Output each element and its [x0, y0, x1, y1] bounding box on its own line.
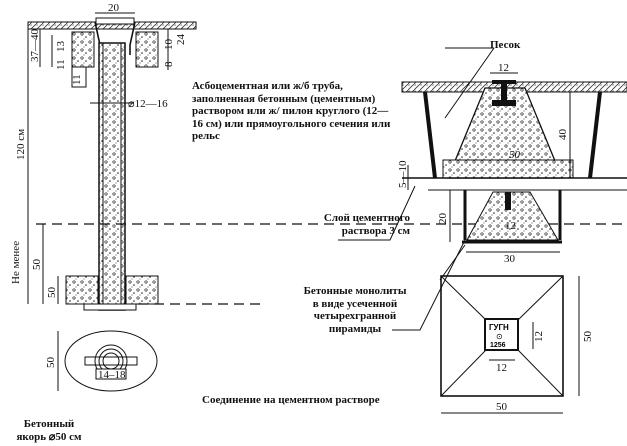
right-section-view: 12 40 50 5—10 20 12 30	[338, 47, 627, 331]
section-lower-width: 30	[504, 253, 516, 265]
section-lower-inner: 12	[505, 220, 516, 232]
dim-pipe-diameter: ⌀12—16	[128, 98, 168, 110]
section-gap: 5—10	[397, 160, 409, 188]
monolith-line1: Бетонные монолиты	[303, 285, 407, 297]
square-plan-view: ГУГН ⊙ 1256 12 12 50 50	[440, 275, 594, 414]
mortar-label: Слой цементного раствора 3 см	[320, 212, 410, 237]
anchor-ellipse	[64, 330, 158, 392]
anchor-caption: Бетонный якорь ⌀50 см	[4, 418, 94, 443]
section-top-width: 12	[498, 62, 509, 74]
benchmark-mark-3: 1256	[490, 342, 506, 349]
pyramid-base	[442, 159, 574, 179]
pyramid-edges	[440, 275, 564, 397]
right-upper-block	[135, 31, 159, 68]
dim-total-height: 120 см	[15, 129, 27, 160]
left-upper-block	[71, 31, 95, 68]
dim-depth-d: 11	[71, 74, 83, 85]
monolith-label: Бетонные монолиты в виде усеченной четыр…	[300, 285, 410, 335]
monolith-leader	[392, 239, 466, 331]
anchor-caption-line1: Бетонный	[23, 418, 75, 430]
label-not-less: Не менее	[10, 241, 22, 284]
plan-diameter-label: 50	[45, 357, 57, 369]
pit-wall-right	[588, 91, 602, 179]
monolith-line2: в виде усеченной	[312, 297, 398, 310]
section-base-label: 50	[509, 149, 521, 161]
sand-leader	[444, 47, 495, 119]
plan-outer-height: 50	[582, 331, 594, 343]
anchor-caption-line2: якорь ⌀50 см	[16, 430, 82, 443]
dim-right-c: 8	[163, 61, 175, 67]
mortar-label-line2: раствора 3 см	[341, 224, 410, 237]
dim-depth-c: 11	[55, 59, 67, 70]
left-foot	[71, 66, 87, 88]
plan-inner-label: 14–18	[98, 369, 126, 381]
monolith-line4: пирамиды	[328, 322, 382, 335]
joint-caption: Соединение на цементном растворе	[202, 394, 380, 406]
dim-top-width: 20	[108, 2, 120, 14]
anchor-block-right	[125, 275, 159, 305]
mortar-leader	[338, 185, 416, 241]
rail-head	[492, 80, 516, 106]
anchor-plate	[83, 303, 137, 311]
dim-right-b: 24	[175, 34, 187, 46]
sand-label: Песок	[490, 39, 521, 51]
benchmark-mark-1: ГУГН	[489, 323, 509, 332]
anchor-block-left	[65, 275, 99, 305]
mortar-label-line1: Слой цементного	[323, 212, 410, 224]
plan-outer-width: 50	[496, 401, 508, 413]
dim-depth-a: 37—40	[29, 29, 41, 63]
left-elevation-view: 20 37—40 13 11 11 10 24 8 ⌀12—16 120 см …	[10, 2, 627, 311]
lower-pyramid	[466, 191, 559, 241]
dim-min-depth: 50	[31, 259, 43, 271]
cap-top	[95, 17, 135, 25]
dim-anchor-height: 50	[46, 287, 58, 299]
dim-depth-b: 13	[55, 41, 67, 53]
dim-right-a: 10	[163, 39, 175, 51]
benchmark-square	[484, 318, 519, 351]
anchor-plan-view: 50 14–18	[45, 330, 158, 392]
pipe-note: Асбоцементная или ж/б труба, заполненная…	[192, 80, 391, 142]
monolith-line3: четырехгранной	[313, 310, 397, 322]
plan-inner-width: 12	[496, 362, 507, 374]
section-lower-height: 20	[437, 213, 449, 225]
outer-square	[440, 275, 564, 397]
plan-inner-height: 12	[533, 331, 545, 342]
benchmark-mark-2: ⊙	[496, 332, 503, 341]
section-height: 40	[557, 129, 569, 141]
pit-wall-left	[423, 91, 437, 179]
